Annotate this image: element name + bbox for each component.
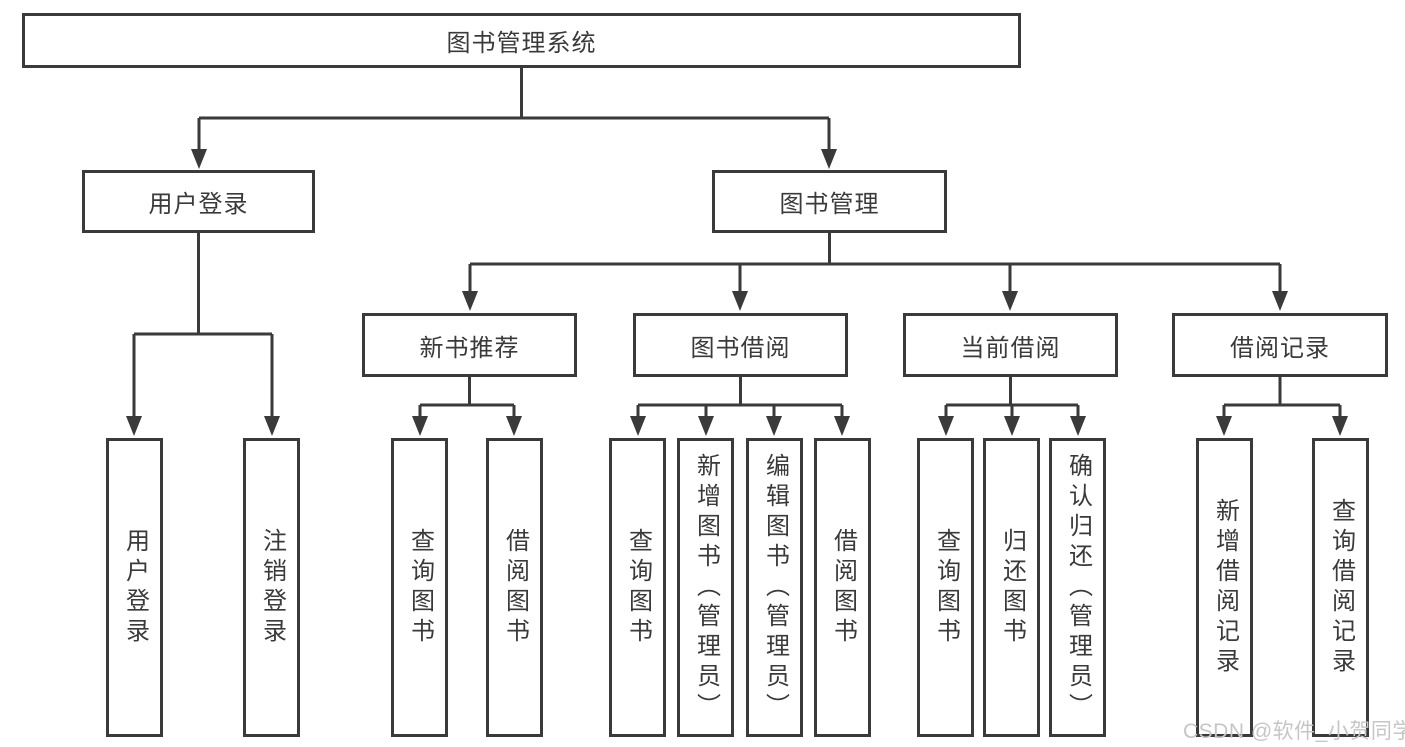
node-label: 当前借阅 (960, 334, 1061, 362)
leaf-current-query-books: 查询图书 (917, 438, 974, 737)
leaf-borrow-add-books-admin: 新增图书（管理员） (677, 438, 734, 737)
node-new-book-recommendation: 新书推荐 (362, 313, 577, 377)
node-book-management: 图书管理 (712, 170, 947, 233)
node-library-management-system: 图书管理系统 (22, 13, 1021, 68)
node-current-borrowing: 当前借阅 (903, 313, 1118, 377)
node-label: 图书借阅 (690, 334, 791, 362)
leaf-label: 查询图书 (406, 527, 434, 648)
leaf-label: 借阅图书 (501, 527, 529, 648)
leaf-label: 查询借阅记录 (1327, 497, 1355, 678)
leaf-records-query-borrow-record: 查询借阅记录 (1312, 438, 1369, 737)
leaf-logout: 注销登录 (243, 438, 300, 737)
leaf-label: 归还图书 (998, 527, 1026, 648)
leaf-newbook-borrow-books: 借阅图书 (486, 438, 543, 737)
leaf-borrow-edit-books-admin: 编辑图书（管理员） (746, 438, 803, 737)
leaf-label: 新增借阅记录 (1211, 497, 1239, 678)
leaf-records-add-borrow-record: 新增借阅记录 (1196, 438, 1253, 737)
node-label: 用户登录 (148, 191, 249, 218)
leaf-label: 查询图书 (624, 527, 652, 648)
leaf-borrow-borrow-books: 借阅图书 (814, 438, 871, 737)
leaf-label: 借阅图书 (829, 527, 857, 648)
leaf-user-login: 用户登录 (106, 438, 163, 737)
leaf-label: 用户登录 (121, 527, 149, 648)
leaf-borrow-query-books: 查询图书 (609, 438, 666, 737)
leaf-label: 编辑图书（管理员） (761, 452, 789, 723)
leaf-current-confirm-return-admin: 确认归还（管理员） (1049, 438, 1106, 737)
node-label: 图书管理系统 (446, 30, 597, 57)
node-book-borrowing: 图书借阅 (633, 313, 848, 377)
leaf-current-return-books: 归还图书 (983, 438, 1040, 737)
node-label: 新书推荐 (419, 334, 520, 362)
node-user-login: 用户登录 (82, 170, 315, 233)
node-borrowing-records: 借阅记录 (1172, 313, 1388, 377)
leaf-newbook-query-books: 查询图书 (391, 438, 448, 737)
leaf-label: 注销登录 (258, 527, 286, 648)
csdn-watermark: CSDN @软件_小贺同学 (1183, 720, 1405, 743)
leaf-label: 确认归还（管理员） (1064, 452, 1092, 723)
leaf-label: 新增图书（管理员） (692, 452, 720, 723)
node-label: 借阅记录 (1230, 334, 1330, 362)
node-label: 图书管理 (779, 191, 880, 218)
leaf-label: 查询图书 (932, 527, 960, 648)
